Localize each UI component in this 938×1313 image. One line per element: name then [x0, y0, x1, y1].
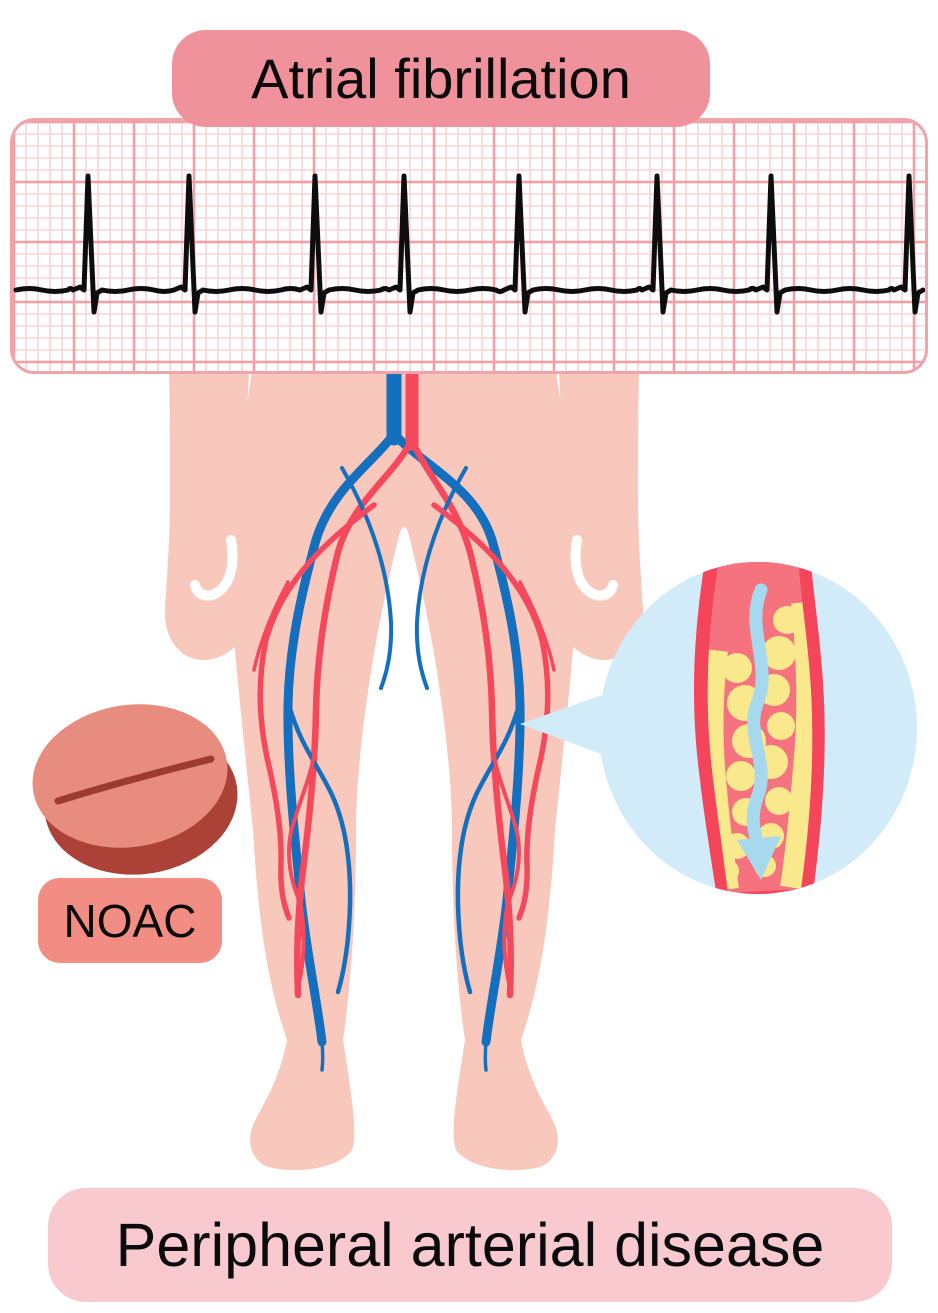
- ecg-strip: [10, 118, 928, 374]
- noac-text: NOAC: [63, 894, 197, 947]
- ecg-grid: [13, 121, 925, 371]
- blood-flow-arrow: [737, 583, 781, 880]
- body-torso-legs: [225, 370, 583, 1171]
- leg-vessels: [252, 358, 554, 1072]
- noac-pill: [32, 704, 238, 875]
- pill-score-line: [54, 755, 215, 805]
- atrial-fibrillation-label: Atrial fibrillation: [172, 30, 710, 127]
- right-arm-hand: [556, 370, 644, 660]
- atrial-fibrillation-text: Atrial fibrillation: [251, 46, 631, 110]
- left-arm-hand: [164, 370, 252, 660]
- ecg-trace: [13, 173, 925, 315]
- peripheral-arterial-disease-text: Peripheral arterial disease: [115, 1210, 825, 1279]
- noac-label: NOAC: [38, 878, 222, 963]
- right-thumb-curl: [570, 535, 618, 601]
- body-figure: [164, 358, 644, 1171]
- left-leg-vessel-branches: [252, 466, 394, 1072]
- pill-top-face: [32, 704, 228, 848]
- peripheral-arterial-disease-label: Peripheral arterial disease: [48, 1188, 892, 1302]
- left-thumb-curl: [190, 535, 238, 601]
- artery-magnifier: [520, 562, 917, 894]
